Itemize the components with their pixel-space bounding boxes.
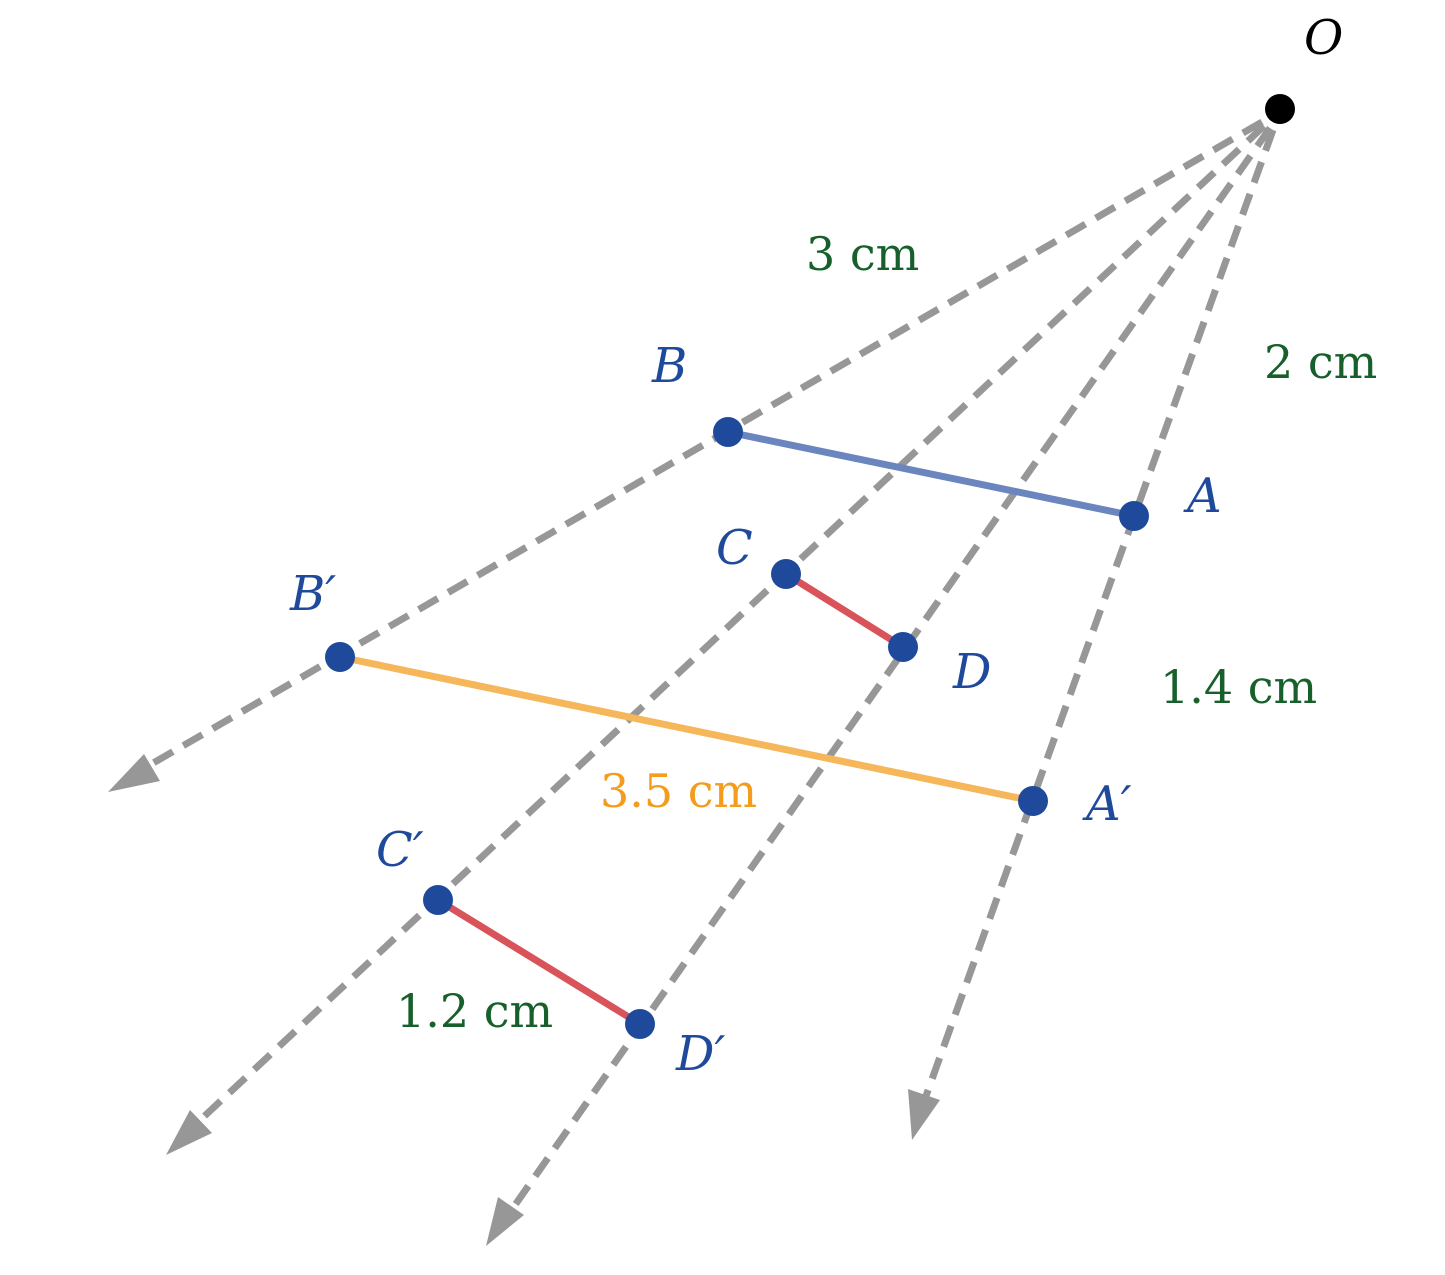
point-o [1265, 94, 1295, 124]
label-d: D [952, 644, 991, 700]
ray-through-b [146, 118, 1264, 770]
measure-oa: 2 cm [1264, 335, 1377, 389]
label-o: O [1304, 10, 1343, 66]
point-c [771, 559, 801, 589]
label-a-prime: A′ [1082, 776, 1132, 832]
point-b-prime [325, 642, 355, 672]
segment-ab [724, 428, 1138, 520]
point-a [1119, 501, 1149, 531]
measure-aa-prime: 1.4 cm [1160, 660, 1317, 714]
label-b: B [651, 338, 687, 394]
point-c-prime [423, 885, 453, 915]
ray-through-a [918, 128, 1277, 1109]
ray-through-c [193, 123, 1267, 1127]
ray-arrowhead-b [108, 754, 160, 792]
label-a: A [1183, 468, 1222, 524]
label-c: C [716, 520, 753, 576]
measure-a-prime-b-prime: 3.5 cm [600, 764, 757, 818]
point-d [888, 632, 918, 662]
point-a-prime [1018, 786, 1048, 816]
segment-a-prime-b-prime [336, 653, 1037, 805]
segment-c-prime-d-prime [434, 896, 644, 1028]
measure-ob: 3 cm [806, 227, 919, 281]
ray-arrowhead-c [166, 1110, 212, 1155]
segment-cd [782, 570, 907, 651]
ray-arrowhead-a [908, 1089, 940, 1140]
ray-through-d [505, 125, 1273, 1218]
point-d-prime [625, 1009, 655, 1039]
label-c-prime: C′ [376, 822, 424, 878]
ray-arrowhead-d [486, 1197, 524, 1246]
point-b [713, 417, 743, 447]
label-d-prime: D′ [675, 1026, 725, 1082]
measure-c-prime-d-prime: 1.2 cm [396, 984, 553, 1038]
label-b-prime: B′ [289, 566, 336, 622]
